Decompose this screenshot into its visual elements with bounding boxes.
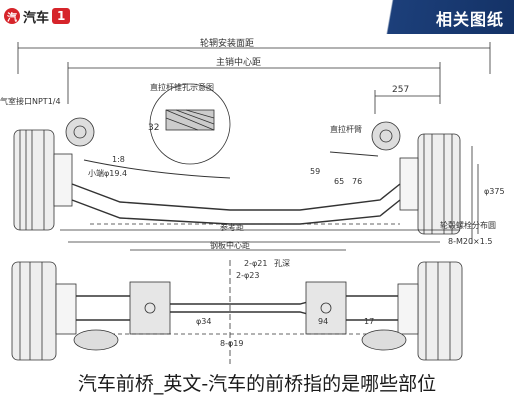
axle-beam-upper	[71, 183, 401, 211]
dim-76: 76	[352, 177, 362, 186]
reference-distance-label: 参考距	[220, 222, 244, 232]
dim-65: 65	[334, 177, 344, 186]
site-logo[interactable]: 汽 汽车 1	[4, 6, 71, 26]
hole-label: 2-φ21	[244, 259, 267, 268]
dim-375: φ375	[484, 187, 505, 196]
plate-center-label: 钢板中心距	[210, 240, 250, 250]
taper-label: 小端φ19.4	[88, 168, 127, 178]
tie-rod-arm-label: 直拉杆臂	[330, 124, 362, 134]
overall-width-label: 轮辋安装面距	[200, 37, 254, 49]
section-title: 相关图纸	[435, 10, 504, 29]
lower-left-wheel	[11, 261, 77, 361]
section-tab-background	[364, 0, 514, 34]
brand-logo-icon: 汽	[4, 8, 20, 24]
chamber-port-label: 气室接口NPT1/4	[0, 96, 61, 106]
left-brake-chamber	[65, 117, 95, 147]
header-bar: 汽 汽车 1 相关图纸	[0, 0, 514, 34]
dim-17: 17	[364, 317, 374, 326]
dim-34: φ34	[196, 317, 211, 326]
lower-right-wheel	[397, 261, 463, 361]
axle-beam-lower	[76, 295, 398, 305]
brand-badge: 1	[52, 8, 71, 24]
scale-label: 1:8	[112, 155, 125, 164]
dim-19: 8-φ19	[220, 339, 243, 348]
bore-detail-label: 直拉杆锥孔示意图	[150, 82, 214, 92]
right-spring-seat	[305, 281, 347, 335]
dim-32: 32	[148, 123, 159, 133]
dim-257: 257	[392, 85, 409, 95]
front-axle-drawing: 轮辋安装面距 主销中心距 气室接口NPT1/4 直拉杆锥孔示意图 直拉杆臂 小端…	[0, 37, 505, 364]
right-brake-chamber	[371, 121, 401, 151]
upper-left-wheel	[13, 129, 73, 231]
section-tab: 相关图纸	[364, 0, 514, 34]
hole-depth-label: 孔深	[274, 259, 290, 268]
hole-label-2: 2-φ23	[236, 271, 259, 280]
image-caption: 汽车前桥_英文-汽车的前桥指的是哪些部位	[77, 373, 437, 395]
dim-59: 59	[310, 167, 320, 176]
dim-94: 94	[318, 317, 328, 326]
left-spring-seat	[129, 281, 171, 335]
thread-label: 8-M20×1.5	[448, 237, 492, 246]
brand-name: 汽车	[23, 10, 50, 26]
upper-right-wheel	[399, 133, 461, 235]
wheel-stud-label: 轮毂螺栓分布圆	[440, 220, 496, 230]
kingpin-center-label: 主销中心距	[216, 56, 261, 68]
